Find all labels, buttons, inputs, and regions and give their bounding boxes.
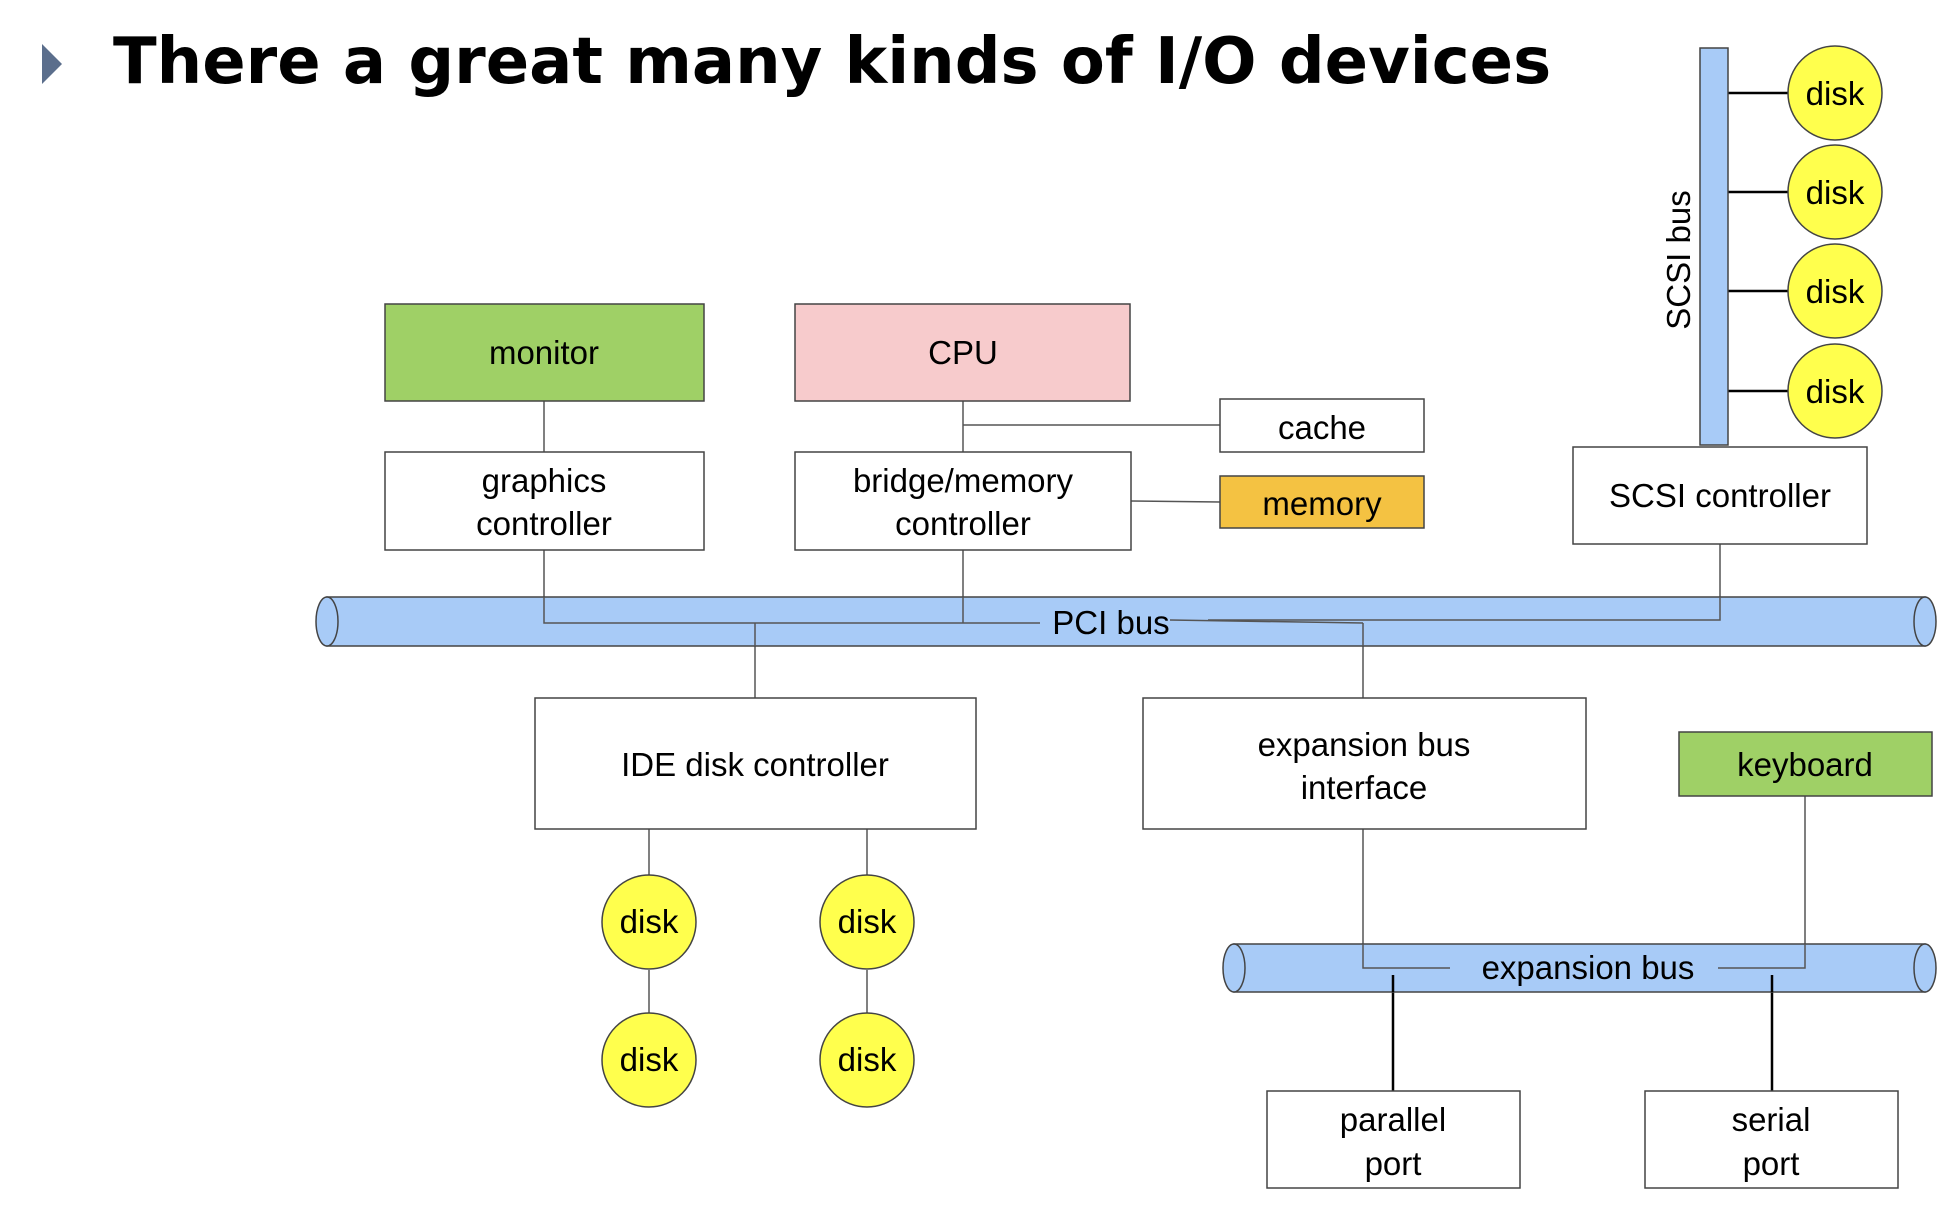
pci-bus-label: PCI bus (1052, 604, 1169, 641)
scsi-bus-label: SCSI bus (1660, 190, 1697, 329)
box-cache: cache (1219, 398, 1425, 453)
graphics-label-line-2: controller (476, 505, 612, 542)
link-keyboard-bus (1718, 796, 1806, 969)
disk-ide-2: disk (819, 874, 915, 970)
disk-scsi-1: disk (1787, 45, 1883, 141)
expansion-interface-label-line-2: interface (1301, 769, 1428, 806)
bullet-triangle-icon (42, 44, 62, 84)
disk-label: disk (1806, 273, 1865, 310)
link-bridge-memory (1130, 500, 1221, 503)
box-cpu: CPU (794, 303, 1131, 402)
disk-ide-3: disk (601, 1012, 697, 1108)
connection-lines (543, 91, 1806, 1091)
ide-disks: disk disk disk disk (601, 874, 915, 1108)
box-bridge-memory-controller: bridge/memory controller (794, 451, 1132, 551)
memory-label: memory (1262, 485, 1382, 522)
scsi-controller-label: SCSI controller (1609, 477, 1831, 514)
expansion-bus: expansion bus (1222, 943, 1937, 993)
disk-label: disk (1806, 75, 1865, 112)
ide-label: IDE disk controller (621, 746, 889, 783)
page-title: There a great many kinds of I/O devices (113, 25, 1551, 99)
box-ide-disk-controller: IDE disk controller (534, 697, 977, 830)
parallel-label-line-2: port (1365, 1145, 1422, 1182)
disk-ide-1: disk (601, 874, 697, 970)
pci-bus: PCI bus (315, 596, 1937, 647)
graphics-label-line-1: graphics (482, 462, 607, 499)
disk-scsi-3: disk (1787, 243, 1883, 339)
box-parallel-port: parallel port (1266, 1090, 1521, 1189)
scsi-bus: SCSI bus (1660, 47, 1729, 446)
disk-label: disk (1806, 373, 1865, 410)
expansion-bus-label: expansion bus (1482, 949, 1695, 986)
disk-ide-4: disk (819, 1012, 915, 1108)
box-memory: memory (1219, 475, 1425, 529)
box-scsi-controller: SCSI controller (1572, 446, 1868, 545)
disk-label: disk (620, 903, 679, 940)
parallel-label-line-1: parallel (1340, 1101, 1446, 1138)
scsi-disks: disk disk disk disk (1787, 45, 1883, 439)
box-graphics-controller: graphics controller (384, 451, 705, 551)
box-keyboard: keyboard (1678, 731, 1933, 797)
disk-label: disk (620, 1041, 679, 1078)
box-monitor: monitor (384, 303, 705, 402)
monitor-label: monitor (489, 334, 599, 371)
disk-scsi-4: disk (1787, 343, 1883, 439)
cache-label: cache (1278, 409, 1366, 446)
disk-label: disk (838, 903, 897, 940)
serial-label-line-2: port (1743, 1145, 1800, 1182)
serial-label-line-1: serial (1732, 1101, 1811, 1138)
keyboard-label: keyboard (1737, 746, 1873, 783)
bridge-label-line-2: controller (895, 505, 1031, 542)
disk-scsi-2: disk (1787, 144, 1883, 240)
cpu-label: CPU (928, 334, 998, 371)
expansion-interface-label-line-1: expansion bus (1258, 726, 1471, 763)
disk-label: disk (838, 1041, 897, 1078)
disk-label: disk (1806, 174, 1865, 211)
box-serial-port: serial port (1644, 1090, 1899, 1189)
box-expansion-bus-interface: expansion bus interface (1142, 697, 1587, 830)
bridge-label-line-1: bridge/memory (853, 462, 1074, 499)
